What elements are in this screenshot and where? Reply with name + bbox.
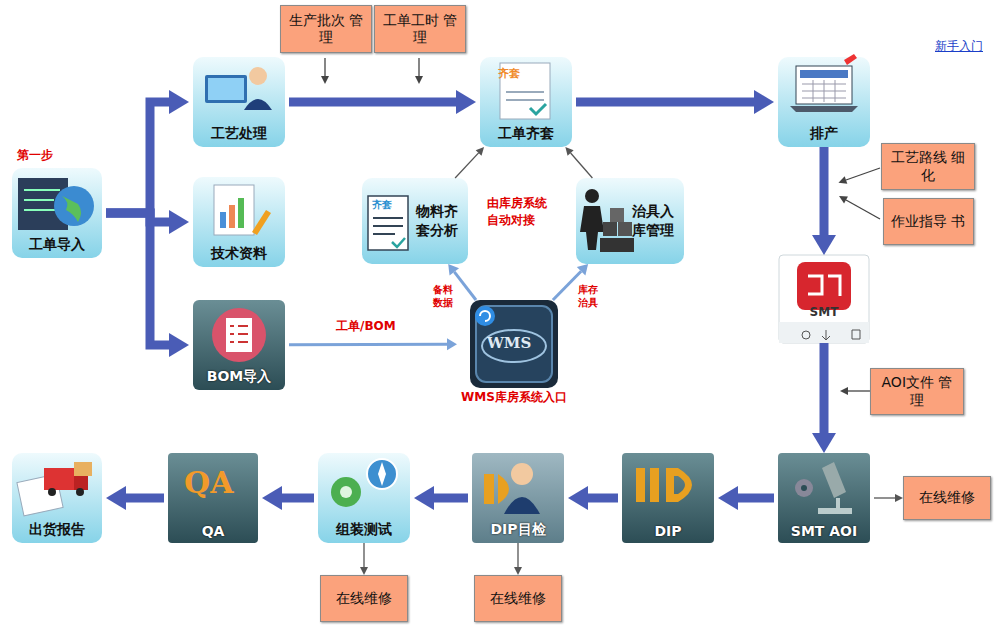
- flow-arrow: [434, 494, 468, 503]
- app-tile: SMT AOI: [774, 453, 874, 543]
- flow-arrow: [571, 153, 593, 178]
- flow-arrow: [576, 98, 754, 107]
- flow-arrow: [874, 497, 895, 498]
- app-tile: WMS WMS库房系统入口: [457, 300, 571, 406]
- tile-label: DIP目检: [468, 521, 568, 539]
- process-box: AOI文件 管理: [870, 368, 964, 415]
- process-box: 作业指导 书: [883, 198, 974, 245]
- flow-arrow: [106, 102, 169, 213]
- flow-arrow: [282, 494, 314, 503]
- process-box: 生产批次 管理: [280, 5, 372, 53]
- tile-label: 工艺处理: [189, 125, 289, 143]
- flow-arrow: [106, 213, 169, 345]
- flow-arrow: [588, 494, 618, 503]
- flow-arrow: [289, 343, 447, 347]
- icon-text: QA: [184, 465, 233, 500]
- schedule-laptop-icon: [790, 54, 858, 112]
- tile-label: SMT: [775, 305, 873, 319]
- app-tile: QA QA: [164, 453, 262, 543]
- tile-label: 组装测试: [314, 521, 414, 539]
- app-tile: SMT: [775, 255, 873, 343]
- app-tile: DIP: [618, 453, 718, 543]
- app-tile: 出货报告: [8, 453, 106, 543]
- aoi-microscope-icon: [795, 462, 852, 514]
- app-tile: 治具入 库管理: [576, 178, 684, 264]
- app-tile: DIP目检: [468, 453, 568, 543]
- box-label: 在线维修: [486, 588, 550, 610]
- flow-arrow: [289, 98, 456, 107]
- edge-label: 工单/BOM: [335, 318, 397, 335]
- edge-label: 备料 数据: [432, 284, 458, 309]
- tile-caption: WMS库房系统入口: [457, 389, 571, 406]
- import-icon: [18, 178, 94, 230]
- app-tile: 齐套 物料齐 套分析: [362, 178, 468, 264]
- bom-icon: [212, 308, 266, 362]
- box-label: 生产批次 管理: [281, 10, 371, 49]
- pointer-arrows: [325, 58, 880, 391]
- edge-label: 库存 治具: [577, 284, 603, 309]
- wms-icon: [475, 306, 552, 382]
- step-label: 第一步: [17, 147, 53, 164]
- flow-arrow: [126, 494, 164, 503]
- process-icon: [205, 67, 272, 110]
- app-tile: 齐套工单齐套: [476, 57, 576, 147]
- inspection-icon: [484, 463, 540, 514]
- tile-backgrounds: [12, 57, 870, 543]
- app-tile: 技术资料: [189, 177, 289, 267]
- tile-label: SMT AOI: [774, 523, 874, 539]
- tile-label: 工单导入: [8, 236, 106, 254]
- tile-label: 技术资料: [189, 245, 289, 263]
- box-label: 作业指导 书: [887, 211, 969, 233]
- app-tile: 工艺处理: [189, 57, 289, 147]
- tile-label: 治具入 库管理: [632, 202, 678, 240]
- tech-doc-icon: [214, 185, 271, 235]
- tile-label: BOM导入: [189, 368, 289, 386]
- flow-arrow: [455, 153, 479, 178]
- tile-label: 工单齐套: [476, 125, 576, 143]
- icon-text: 齐套: [498, 66, 520, 81]
- link-text: 新手入门: [935, 38, 983, 55]
- assembly-icon: [331, 459, 397, 507]
- process-box: 在线维修: [474, 575, 562, 622]
- box-label: 在线维修: [332, 588, 396, 610]
- process-box: 工单工时 管理: [374, 5, 466, 53]
- icon-text: 齐套: [372, 198, 392, 212]
- process-box: 在线维修: [320, 575, 408, 622]
- app-tile: BOM导入: [189, 300, 289, 390]
- fixture-icon: [580, 189, 634, 252]
- process-box: 工艺路线 细化: [881, 143, 975, 190]
- smt-icon: [779, 262, 869, 343]
- box-label: AOI文件 管理: [871, 372, 963, 411]
- box-label: 工单工时 管理: [375, 10, 465, 49]
- tile-label: DIP: [618, 523, 718, 539]
- app-tile: 工单导入: [8, 168, 106, 258]
- dip-icon: [636, 468, 692, 502]
- box-label: 在线维修: [915, 487, 979, 509]
- tile-label: 出货报告: [8, 521, 106, 539]
- icon-text: WMS: [487, 334, 531, 352]
- flow-arrow: [820, 147, 829, 235]
- note-text: 由库房系统 自动对接: [487, 195, 553, 229]
- shipping-icon: [17, 462, 92, 516]
- flow-arrow: [738, 494, 774, 503]
- tile-label: 排产: [774, 125, 874, 143]
- app-tile: 排产: [774, 57, 874, 147]
- flow-arrow: [363, 543, 364, 567]
- app-tile: 组装测试: [314, 453, 414, 543]
- process-box: 在线维修: [903, 476, 991, 520]
- tile-label: QA: [164, 523, 262, 539]
- material-doc-icon: [368, 196, 408, 250]
- tile-label: 物料齐 套分析: [416, 202, 462, 240]
- flow-arrow: [517, 543, 518, 567]
- box-label: 工艺路线 细化: [882, 147, 974, 186]
- flow-arrow: [820, 343, 829, 433]
